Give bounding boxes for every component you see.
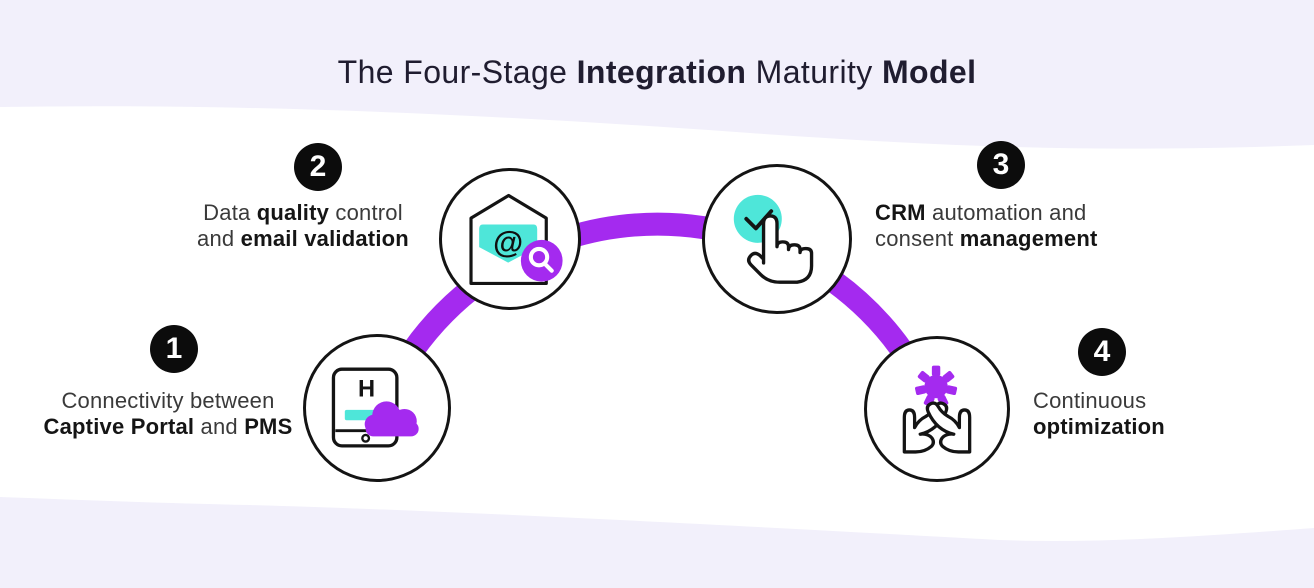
title-segment: The Four-Stage (337, 54, 577, 90)
stage-1-caption-line: Captive Portal and PMS (43, 414, 293, 439)
title-segment: Maturity (746, 54, 882, 90)
stage-2-number: 2 (309, 150, 327, 183)
stage-1-number: 1 (165, 332, 183, 365)
stage-4-caption: Continuous optimization (1033, 388, 1253, 440)
stage-3-caption: CRM automation and consent management (875, 200, 1145, 252)
stage-1-caption-line: Connectivity between (61, 388, 275, 413)
stage-3-number: 3 (992, 148, 1010, 181)
magnifier-handle (542, 261, 554, 273)
gear-shape (915, 365, 958, 407)
stage-4-circle (864, 336, 1010, 482)
tap-check-icon (733, 194, 814, 284)
cloud-shape (364, 401, 419, 437)
stage-2-caption: Data quality control and email validatio… (153, 200, 453, 252)
at-symbol: @ (493, 225, 523, 260)
stage-2-circle: @ (439, 168, 581, 310)
title-segment-bold: Integration (576, 54, 747, 90)
magnifier-glass (528, 246, 550, 268)
stage-3-caption-line: CRM automation and (875, 200, 1087, 225)
stage-4-number-badge: 4 (1078, 328, 1126, 376)
stage-3-circle (702, 164, 852, 314)
stage-1-caption: Connectivity between Captive Portal and … (18, 388, 318, 440)
stage-4-caption-line: Continuous (1033, 388, 1147, 413)
top-wave (0, 0, 1314, 149)
stage-1-number-badge: 1 (150, 325, 198, 373)
magnifier-badge (520, 239, 563, 282)
bottom-wave (0, 497, 1314, 588)
stage-4-number: 4 (1093, 335, 1111, 368)
stage-2-caption-line: and email validation (197, 226, 409, 251)
email-search-icon: @ (469, 193, 563, 286)
pointer-hand (747, 214, 814, 284)
stage-1-circle: H (303, 334, 451, 482)
stage-4-caption-line: optimization (1033, 414, 1165, 439)
stage-3-caption-line: consent management (875, 226, 1098, 251)
hands-gear-icon (902, 365, 972, 454)
tablet-cloud-icon: H (331, 367, 419, 448)
tablet-screen-letter: H (358, 377, 375, 403)
stage-2-number-badge: 2 (294, 143, 342, 191)
right-hand (925, 401, 972, 454)
page-title: The Four-Stage Integration Maturity Mode… (0, 54, 1314, 91)
stage-3-number-badge: 3 (977, 141, 1025, 189)
stage-2-caption-line: Data quality control (203, 200, 403, 225)
title-segment-bold: Model (881, 54, 977, 90)
